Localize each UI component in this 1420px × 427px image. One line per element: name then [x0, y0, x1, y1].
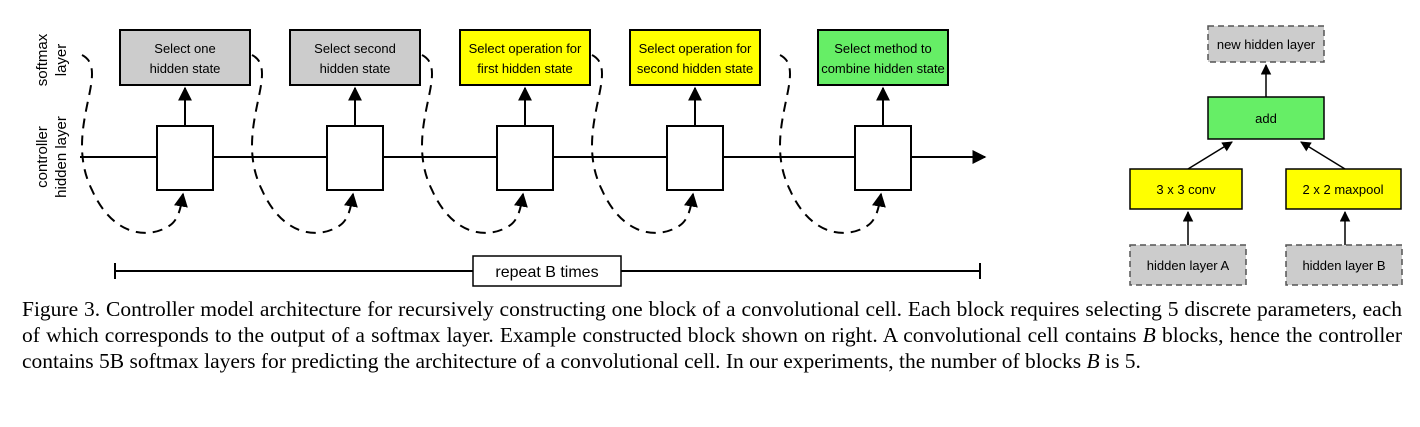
softmax-layer-label-line1: softmax: [34, 33, 51, 86]
caption-var-b-2: B: [1086, 349, 1100, 373]
hidden-layer-a-label: hidden layer A: [1147, 258, 1230, 273]
softmax-box-5: [817, 29, 949, 86]
softmax-box-1: [119, 29, 251, 86]
hidden-layer-b-box: [1285, 244, 1403, 286]
feedback-curve-2: [251, 54, 358, 234]
controller-steps: Select one hidden state Select second hidde…: [81, 29, 949, 234]
softmax-box-2-label-line1: Select second: [314, 41, 396, 56]
figure-label: Figure 3.: [22, 297, 101, 321]
arrow-maxpool-to-add: [1300, 141, 1346, 170]
softmax-box-3-label-line1: Select operation for: [469, 41, 582, 56]
feedback-curve-4: [591, 54, 698, 234]
controller-cell-2: [326, 125, 384, 191]
feedback-curve-5: [779, 54, 886, 234]
softmax-box-4-label-line2: second hidden state: [637, 61, 753, 76]
softmax-box-3-label-line2: first hidden state: [477, 61, 572, 76]
conv-op-label: 3 x 3 conv: [1156, 182, 1216, 197]
caption-part-1: Controller model architecture for recurs…: [22, 297, 1402, 347]
caption-part-3: softmax layers for predicting the archit…: [129, 349, 1082, 373]
caption-softmax-count: 5B: [99, 349, 125, 373]
softmax-box-5-label-line2: combine hidden state: [821, 61, 945, 76]
controller-hidden-layer-label-line2: hidden layer: [53, 116, 70, 198]
maxpool-op-label: 2 x 2 maxpool: [1303, 182, 1384, 197]
softmax-box-2: [289, 29, 421, 86]
caption-part-4: is 5.: [1105, 349, 1141, 373]
example-block: new hidden layer add 3 x 3 conv 2 x 2 ma…: [1129, 25, 1403, 286]
softmax-box-5-label-line1: Select method to: [834, 41, 932, 56]
new-hidden-layer-label: new hidden layer: [1217, 37, 1316, 52]
controller-hidden-layer-label-line1: controller: [34, 126, 51, 188]
softmax-layer-label-line2: layer: [53, 44, 70, 77]
softmax-box-1-label-line2: hidden state: [150, 61, 221, 76]
caption-part-2: blocks, hence the controller contains: [22, 323, 1403, 373]
softmax-box-4-label-line1: Select operation for: [639, 41, 752, 56]
softmax-box-3: [459, 29, 591, 86]
add-box: [1207, 96, 1325, 140]
conv-op-box: [1129, 168, 1243, 210]
controller-cell-1: [156, 125, 214, 191]
controller-cell-4: [666, 125, 724, 191]
caption-var-b-1: B: [1142, 323, 1156, 347]
arrow-conv-to-add: [1187, 141, 1233, 170]
repeat-label-box: [472, 255, 622, 287]
controller-cell-3: [496, 125, 554, 191]
maxpool-op-box: [1285, 168, 1402, 210]
new-hidden-layer-box: [1207, 25, 1325, 63]
softmax-box-2-label-line2: hidden state: [320, 61, 391, 76]
controller-cell-5: [854, 125, 912, 191]
hidden-layer-b-label: hidden layer B: [1302, 258, 1385, 273]
architecture-diagram: softmax layer controller hidden layer Se…: [34, 25, 1403, 287]
repeat-label: repeat B times: [495, 264, 598, 281]
feedback-curve-1: [81, 54, 188, 234]
add-label: add: [1255, 111, 1277, 126]
feedback-curve-3: [421, 54, 528, 234]
softmax-box-1-label-line1: Select one: [154, 41, 215, 56]
softmax-box-4: [629, 29, 761, 86]
hidden-layer-a-box: [1129, 244, 1247, 286]
figure-caption: Figure 3. Controller model architecture …: [22, 296, 1402, 374]
